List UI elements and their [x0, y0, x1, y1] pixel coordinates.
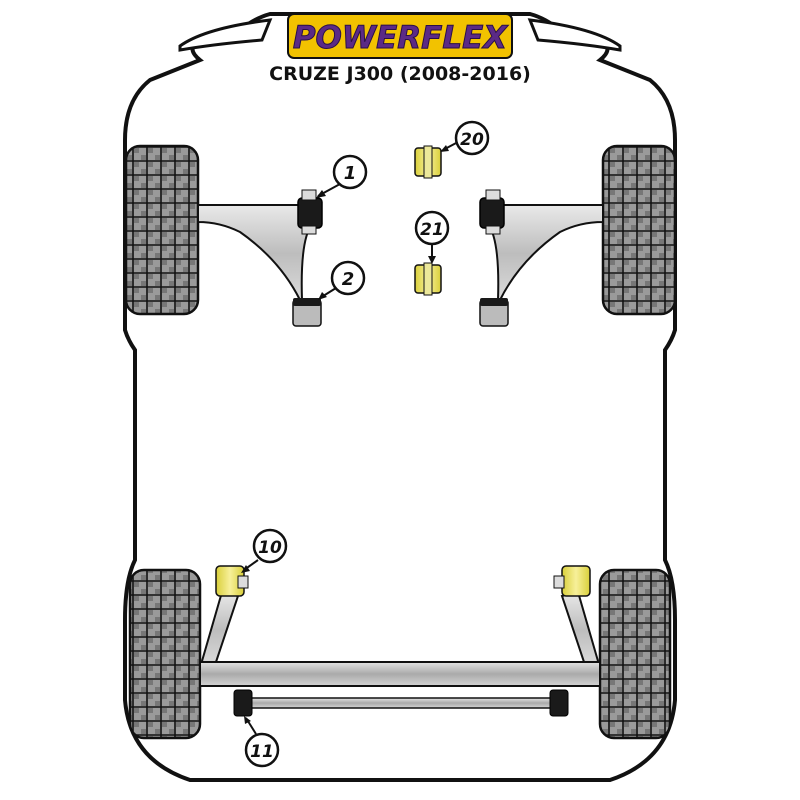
callout-1-label: 1 — [344, 163, 357, 184]
bush-2-left-front — [292, 298, 322, 327]
callout-10: 10 — [241, 528, 288, 573]
model-title: CRUZE J300 (2008-2016) — [269, 63, 531, 85]
rear-right-tyre — [598, 568, 672, 740]
callout-20: 20 — [440, 120, 490, 156]
front-left-panel — [178, 18, 273, 52]
bush-1-right-front — [479, 189, 505, 235]
callout-21: 21 — [414, 210, 450, 264]
callout-20-label: 20 — [460, 130, 484, 150]
rear-tie-bar — [241, 697, 561, 709]
front-right-panel — [527, 18, 622, 52]
rear-left-tyre — [128, 568, 202, 740]
bush-20 — [414, 145, 442, 179]
callout-10-label: 10 — [258, 538, 282, 558]
callout-21-label: 21 — [420, 220, 444, 240]
callout-2-label: 2 — [342, 269, 355, 290]
callout-1: 1 — [316, 154, 368, 198]
bush-11-left — [233, 689, 253, 717]
callout-11-label: 11 — [250, 742, 274, 762]
rear-beam — [199, 661, 601, 687]
bush-10-left — [215, 565, 249, 597]
callout-2: 2 — [318, 260, 366, 300]
bush-11-right — [549, 689, 569, 717]
bush-21 — [414, 262, 442, 296]
front-right-tyre — [601, 144, 677, 316]
front-left-tyre — [124, 144, 200, 316]
bush-2-right-front — [479, 298, 509, 327]
bush-10-right — [553, 565, 591, 597]
callout-11: 11 — [244, 716, 280, 768]
powerflex-logo: POWERFLEX — [287, 13, 513, 59]
bush-1-left-front — [297, 189, 323, 235]
logo-text: POWERFLEX — [293, 20, 509, 56]
